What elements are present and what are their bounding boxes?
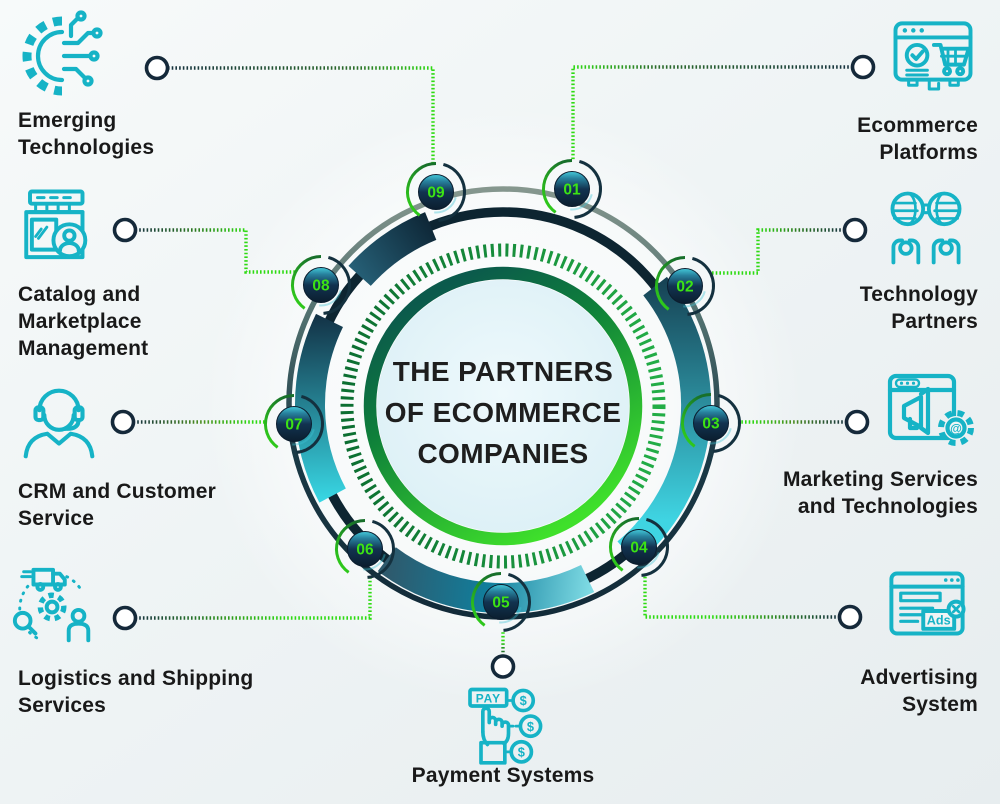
label-line: Partners	[891, 310, 978, 333]
node-badges: 01 02 03	[264, 159, 741, 632]
label-crm-customer-service: CRM and Customer Service	[18, 478, 216, 532]
emerging-technologies-icon	[18, 8, 114, 104]
label-line: Logistics and Shipping	[18, 667, 254, 690]
teal-arc-left	[295, 313, 346, 503]
node-badge-07: 07	[264, 394, 324, 454]
node-number-02: 02	[676, 279, 693, 296]
label-line: Management	[18, 337, 149, 360]
connector-line-04	[643, 575, 840, 619]
pay-glyph: PAY	[476, 691, 501, 705]
label-logistics-shipping: Logistics and Shipping Services	[18, 665, 253, 719]
green-ring	[363, 266, 643, 546]
title-line-3: COMPANIES	[417, 438, 589, 469]
node-badge-09: 09	[406, 162, 466, 222]
node-number-05: 05	[492, 595, 510, 612]
payment-systems-icon: PAY $ $ $	[462, 684, 544, 772]
label-line: Technology	[859, 283, 978, 306]
ecommerce-platforms-icon	[888, 14, 978, 104]
advertising-system-icon: Ads	[882, 566, 972, 656]
center-circle	[377, 280, 629, 532]
node-badge-05: 05	[471, 572, 531, 632]
connector-line-02	[711, 228, 845, 275]
tick-ring	[340, 243, 666, 569]
node-number-03: 03	[702, 416, 720, 433]
logistics-shipping-icon	[8, 560, 102, 654]
connector-endpoint-02	[842, 217, 868, 243]
label-line: Advertising	[860, 666, 978, 689]
connector-lines	[133, 65, 853, 656]
connector-endpoint-08	[112, 217, 138, 243]
title-line-1: THE PARTNERS	[392, 356, 614, 387]
catalog-marketplace-icon	[15, 184, 105, 274]
connector-endpoint-07	[110, 409, 136, 435]
connector-endpoints	[110, 54, 876, 679]
label-technology-partners: Technology Partners	[718, 281, 978, 335]
label-line: Technologies	[18, 136, 155, 159]
ring-stack	[286, 186, 720, 620]
label-catalog-marketplace: Catalog and Marketplace Management	[18, 281, 148, 362]
title-line-2: OF ECOMMERCE	[384, 397, 622, 428]
node-number-07: 07	[285, 417, 302, 434]
ads-glyph: Ads	[927, 614, 951, 628]
connector-endpoint-04	[837, 604, 863, 630]
connector-endpoint-03	[844, 409, 870, 435]
page-title: THE PARTNERS OF ECOMMERCE COMPANIES	[343, 351, 663, 474]
marketing-services-icon: @	[884, 368, 980, 464]
node-number-06: 06	[356, 542, 374, 559]
label-line: Payment Systems	[411, 764, 595, 787]
connector-line-01	[571, 65, 853, 161]
label-line: Marketplace	[18, 310, 142, 333]
node-badge-03: 03	[681, 393, 741, 453]
node-badge-02: 02	[655, 256, 715, 316]
node-badge-01: 01	[542, 159, 602, 219]
node-badge-08: 08	[291, 255, 351, 315]
connector-endpoint-05	[490, 654, 516, 679]
label-line: Platforms	[879, 141, 978, 164]
crm-customer-service-icon	[12, 374, 106, 468]
label-line: Ecommerce	[857, 114, 978, 137]
label-line: Service	[18, 507, 95, 530]
dollar-glyph: $	[518, 744, 525, 759]
label-line: Catalog and	[18, 283, 141, 306]
node-badge-04: 04	[609, 517, 669, 577]
label-line: Emerging	[18, 109, 117, 132]
dollar-glyph: $	[527, 719, 534, 734]
at-glyph: @	[950, 422, 962, 436]
label-advertising-system: Advertising System	[718, 664, 978, 718]
connector-endpoint-06	[112, 605, 138, 631]
connector-endpoint-01	[850, 54, 876, 80]
connector-endpoint-09	[144, 55, 170, 81]
label-line: CRM and Customer	[18, 480, 217, 503]
label-marketing-services: Marketing Services and Technologies	[698, 466, 978, 520]
node-number-01: 01	[563, 182, 581, 199]
node-badge-06: 06	[335, 519, 395, 579]
label-payment-systems: Payment Systems	[353, 762, 653, 789]
label-line: System	[902, 693, 978, 716]
label-emerging-technologies: Emerging Technologies	[18, 107, 154, 161]
label-line: Services	[18, 694, 107, 717]
label-ecommerce-platforms: Ecommerce Platforms	[718, 112, 978, 166]
dollar-glyph: $	[520, 693, 527, 708]
node-number-09: 09	[427, 185, 445, 202]
label-line: and Technologies	[797, 495, 978, 518]
node-number-08: 08	[312, 278, 330, 295]
label-line: Marketing Services	[782, 468, 978, 491]
connector-line-06	[135, 577, 372, 620]
technology-partners-icon	[880, 182, 972, 274]
teal-arc-topleft	[348, 212, 437, 287]
node-number-04: 04	[630, 540, 648, 557]
